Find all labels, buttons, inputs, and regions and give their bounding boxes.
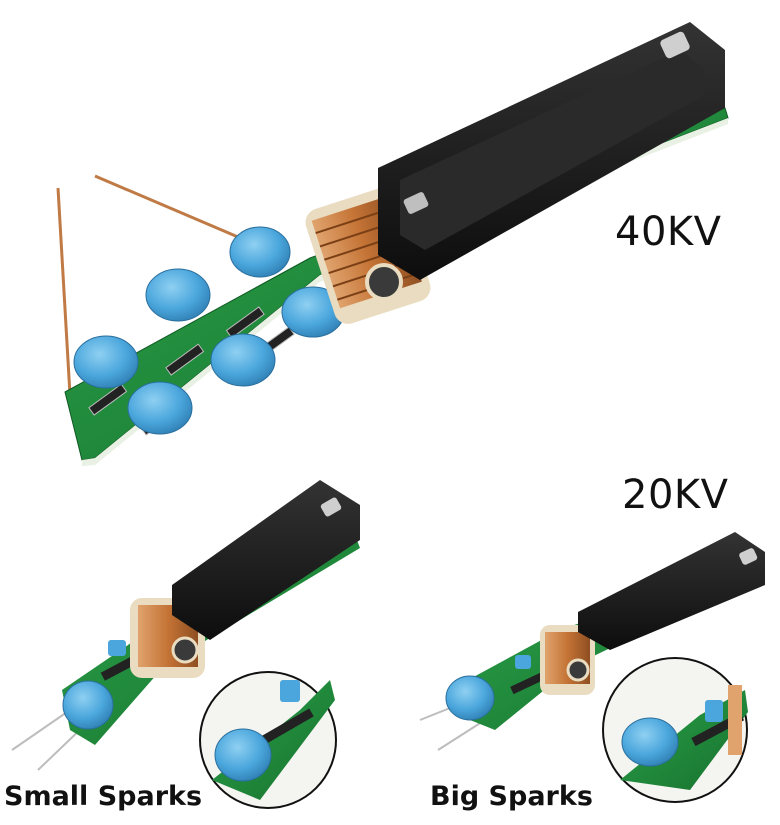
zoom-inset-big	[602, 657, 748, 803]
module-small-sparks	[11, 480, 360, 809]
module-big-sparks	[419, 532, 765, 803]
wire-electrode-right	[94, 174, 239, 239]
module-40kv	[56, 22, 729, 466]
voltage-label-20kv: 20KV	[622, 472, 729, 518]
capacitor-group	[73, 226, 345, 435]
voltage-label-40kv: 40KV	[615, 209, 722, 255]
battery-holder-small	[172, 480, 360, 640]
battery-holder-big	[578, 532, 765, 650]
caption-big-sparks: Big Sparks	[430, 781, 593, 812]
transformer-coil	[305, 186, 431, 324]
battery-holder	[378, 22, 725, 280]
zoom-inset-small	[199, 671, 337, 809]
caption-small-sparks: Small Sparks	[4, 781, 203, 812]
wire-electrode-left	[56, 187, 72, 396]
